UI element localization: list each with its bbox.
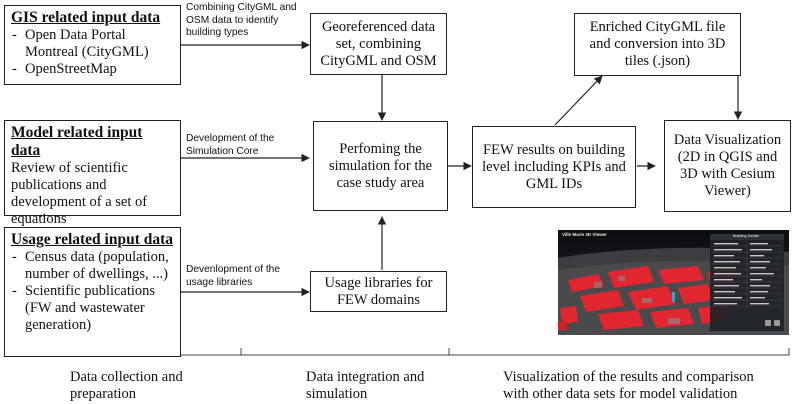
usage-input-title: Usage related input data [11,231,174,248]
model-input-title: Model related input data [11,124,143,159]
stage-integration-label: Data integration and simulation [306,369,425,402]
stage-collection-label: Data collection and preparation [70,369,183,402]
citygml-box: Enriched CityGML file and conversion int… [574,13,741,76]
gis-input-title: GIS related input data [11,9,161,26]
viewer-title: Ville Marie 3D Viewer [562,232,607,237]
model-input-box: Model related input data Review of scien… [4,120,181,227]
usage-input-box: Usage related input data Census data (po… [4,227,181,357]
viewer-panel-title: Building Details [733,234,760,238]
gis-input-item: OpenStreetMap [11,61,174,78]
usage-input-item: Census data (population, number of dwell… [11,249,174,283]
note-usage-libraries: Devenlopment of the usage libraries [186,264,281,288]
georeferenced-box: Georeferenced data set, combining CityGM… [310,13,447,75]
note-combining: Combining CityGML and OSM data to identi… [186,2,297,38]
city-3d-render [558,230,789,335]
simulation-box: Perfoming the simulation for the case st… [313,121,448,211]
stage-visualization-label: Visualization of the results and compari… [503,369,754,402]
note-simulation-core: Development of the Simulation Core [186,133,275,157]
usage-input-item: Scientific publications (FW and wastewat… [11,283,174,334]
gis-input-box: GIS related input data Open Data Portal … [4,5,181,85]
usage-libraries-box: Usage libraries for FEW domains [310,271,447,312]
arrow-results-to-citygml [554,75,603,126]
visualization-box: Data Visualization (2D in QGIS and 3D wi… [664,120,791,212]
model-input-text: Review of scientific publications and de… [11,160,148,227]
cesium-viewer-screenshot: Ville Marie 3D Viewer Building Details [558,230,789,335]
results-box: FEW results on building level including … [472,126,636,208]
gis-input-item: Open Data Portal Montreal (CityGML) [11,27,174,61]
